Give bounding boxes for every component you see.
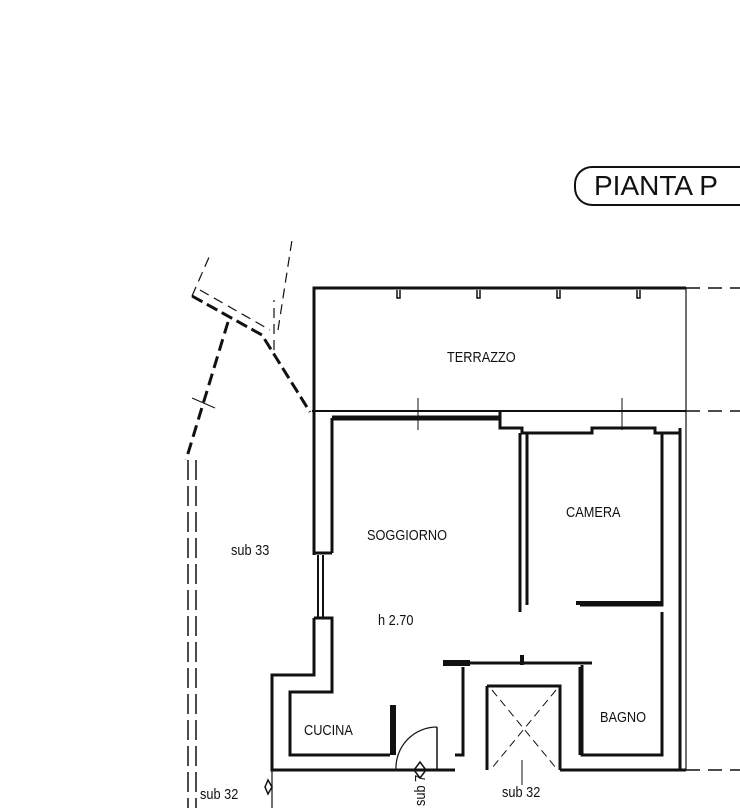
room-label-bagno: BAGNO	[600, 709, 647, 726]
neighbor-label-sub33: sub 33	[231, 542, 270, 559]
neighbor-label-sub32-left: sub 32	[200, 786, 239, 803]
walls	[184, 239, 740, 808]
room-label-terrazzo: TERRAZZO	[447, 349, 516, 366]
room-label-camera: CAMERA	[566, 504, 621, 521]
plan-title: PIANTA P	[574, 166, 740, 206]
room-height: h 2.70	[378, 612, 414, 629]
room-label-cucina: CUCINA	[304, 722, 353, 739]
neighbor-label-sub32-center: sub 32	[502, 784, 541, 801]
neighbor-label-sub7: sub 7	[412, 774, 429, 806]
room-label-soggiorno: SOGGIORNO	[367, 527, 448, 544]
